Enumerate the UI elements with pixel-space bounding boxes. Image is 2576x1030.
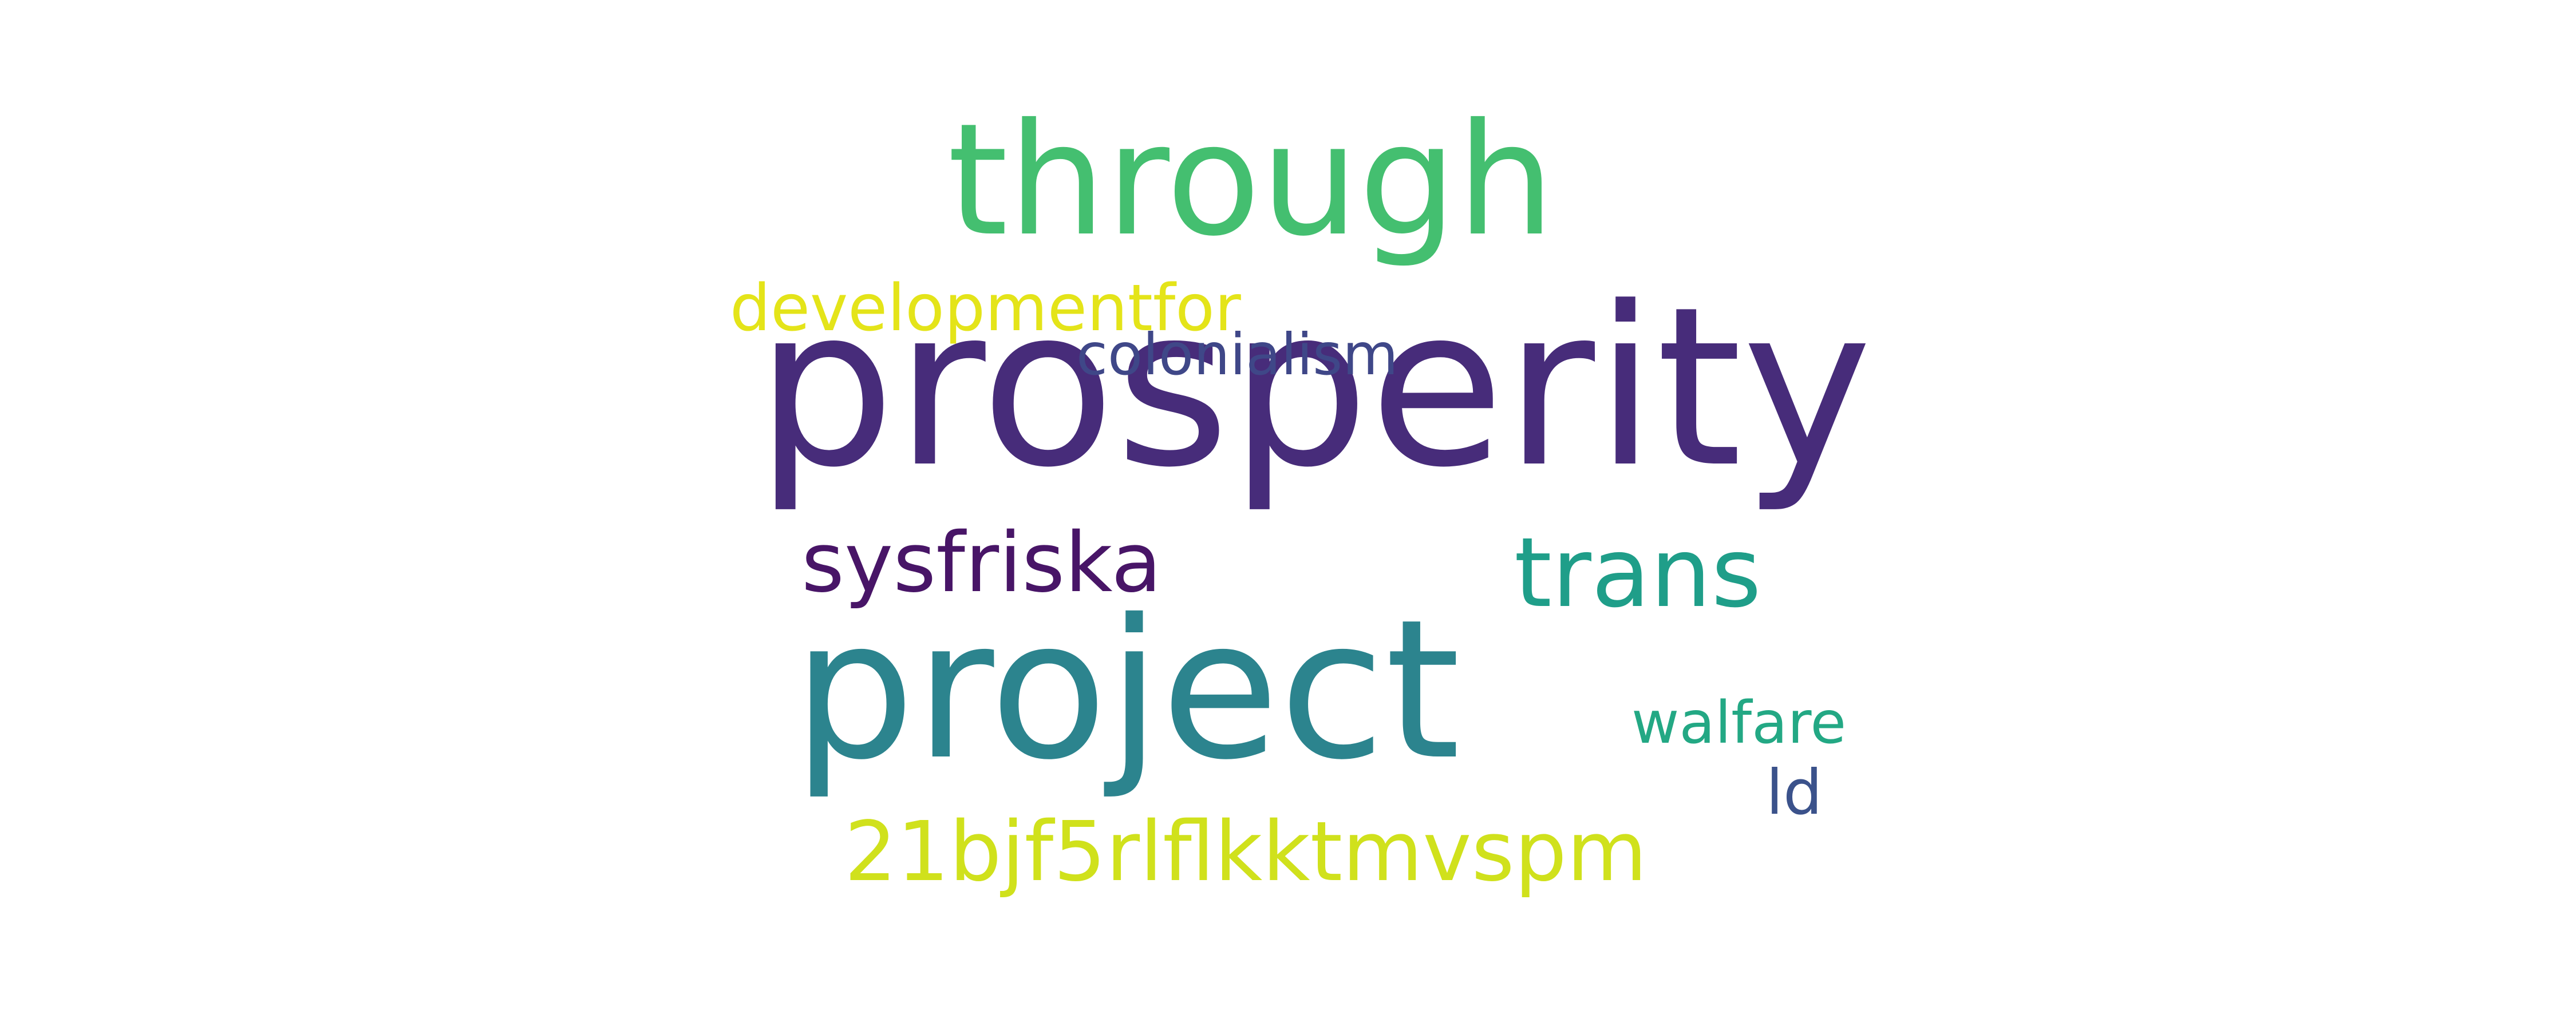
word-developmentfor: developmentfor [730,271,1241,346]
word-prosperity: prosperity [756,260,1872,516]
word-colonialism: colonialism [1076,321,1398,388]
word-21bjf5rlflkktmvspm: 21bjf5rlflkktmvspm [844,803,1647,900]
word-ld: ld [1766,757,1823,829]
word-project: project [793,579,1461,802]
word-walfare: walfare [1631,689,1847,757]
word-trans: trans [1514,517,1761,629]
word-through: through [947,90,1555,270]
word-sysfriska: sysfriska [801,514,1162,611]
